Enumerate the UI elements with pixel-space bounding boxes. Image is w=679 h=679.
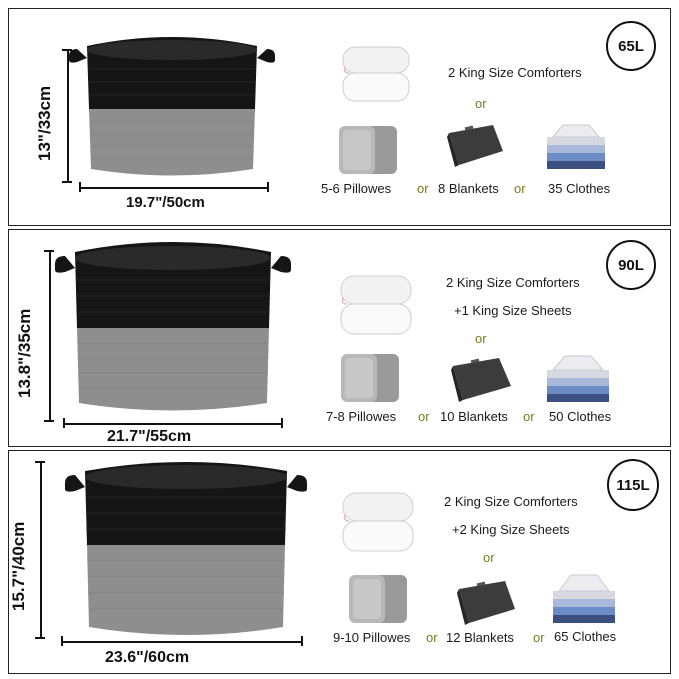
width-dimension-label: 21.7"/55cm — [107, 428, 192, 445]
or-separator: or — [483, 550, 495, 565]
height-dimension-label: 15.7"/40cm — [9, 521, 28, 611]
or-separator: or — [523, 409, 535, 424]
clothes-icon — [549, 569, 619, 625]
clothes-icon — [543, 121, 609, 171]
height-dimension-line — [49, 250, 51, 420]
comforter-icon — [341, 45, 411, 103]
width-dimension-line — [63, 423, 281, 425]
capacity-badge: 115L — [607, 459, 659, 511]
clothes-text: 35 Clothes — [548, 181, 611, 196]
pillow-icon — [335, 122, 401, 180]
blankets-text: 8 Blankets — [438, 181, 499, 196]
comforter-text-1: 2 King Size Comforters — [448, 65, 582, 80]
height-dimension-line — [67, 49, 69, 181]
comforter-icon — [341, 491, 415, 553]
comforter-icon — [339, 274, 413, 336]
or-separator: or — [426, 630, 438, 645]
clothes-text: 65 Clothes — [554, 629, 617, 644]
pillow-icon — [337, 350, 403, 408]
height-dimension-label: 13"/33cm — [35, 85, 54, 161]
width-dimension-line — [61, 641, 301, 643]
or-separator: or — [475, 331, 487, 346]
height-dimension-label: 13.8"/35cm — [15, 308, 34, 398]
width-dimension-line — [79, 187, 267, 189]
section-90l: 13.8"/35cm 21.7"/55cm 90L 2 King Size Co… — [8, 229, 671, 447]
pillows-text: 5-6 Pillowes — [321, 181, 392, 196]
width-dimension-label: 23.6"/60cm — [105, 649, 190, 666]
blanket-icon — [455, 577, 519, 627]
clothes-text: 50 Clothes — [549, 409, 612, 424]
or-separator: or — [418, 409, 430, 424]
capacity-badge: 65L — [606, 21, 656, 71]
comforter-text-2: +1 King Size Sheets — [454, 303, 572, 318]
section-115l: 15.7"/40cm 23.6"/60cm 115L 2 King Size C… — [8, 450, 671, 674]
section-65l: 13"/33cm 19.7"/50cm 65L 2 King Size Comf… — [8, 8, 671, 226]
comforter-text-2: +2 King Size Sheets — [452, 522, 570, 537]
blankets-text: 12 Blankets — [446, 630, 514, 645]
clothes-icon — [543, 350, 613, 404]
comforter-text-1: 2 King Size Comforters — [446, 275, 580, 290]
pillow-icon — [345, 571, 411, 629]
comforter-text-1: 2 King Size Comforters — [444, 494, 578, 509]
or-separator: or — [514, 181, 526, 196]
blanket-icon — [449, 354, 515, 404]
pillows-text: 7-8 Pillowes — [326, 409, 397, 424]
or-separator: or — [475, 96, 487, 111]
blanket-icon — [445, 121, 507, 169]
basket-image — [67, 34, 277, 184]
or-separator: or — [417, 181, 429, 196]
basket-image — [53, 238, 293, 420]
blankets-text: 10 Blankets — [440, 409, 508, 424]
basket-image — [63, 459, 309, 645]
or-separator: or — [533, 630, 545, 645]
pillows-text: 9-10 Pillowes — [333, 630, 411, 645]
width-dimension-label: 19.7"/50cm — [126, 194, 205, 211]
capacity-badge: 90L — [606, 240, 656, 290]
height-dimension-line — [40, 461, 42, 637]
